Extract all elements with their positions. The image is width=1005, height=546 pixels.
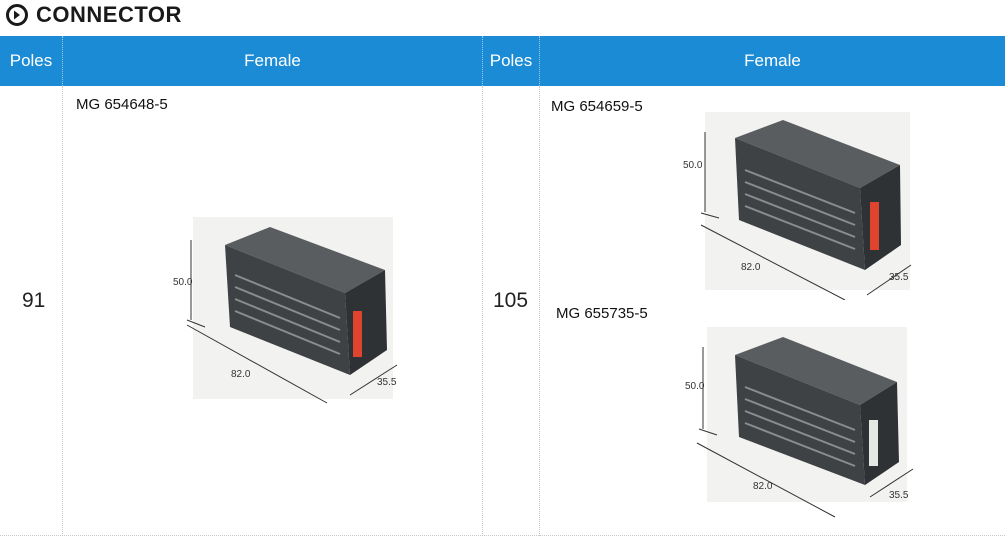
dimension-length: 82.0 [741, 262, 761, 273]
connector-image: 50.0 82.0 35.5 [165, 215, 405, 415]
dimension-length: 82.0 [753, 481, 773, 492]
part-number: MG 655735-5 [556, 305, 648, 322]
dimension-height: 50.0 [683, 160, 703, 171]
column-divider [539, 86, 540, 536]
poles-count: 105 [493, 289, 529, 312]
column-divider [482, 86, 483, 536]
connector-image: 50.0 82.0 35.5 [675, 110, 915, 300]
dimension-width: 35.5 [889, 490, 909, 501]
dimension-width: 35.5 [377, 377, 397, 388]
table-header: Poles Female Poles Female [0, 36, 1005, 86]
latch-white [869, 420, 878, 466]
column-header-poles: Poles [489, 51, 533, 70]
table-bottom-border [0, 535, 1005, 536]
column-header-female: Female [244, 51, 301, 70]
latch-red [870, 202, 879, 250]
dimension-height: 50.0 [685, 381, 705, 392]
column-header-poles: Poles [9, 51, 53, 70]
dimension-width: 35.5 [889, 272, 909, 283]
poles-count: 91 [22, 289, 46, 312]
arrow-circle-right-icon [6, 4, 28, 26]
section-title: CONNECTOR [36, 2, 182, 27]
part-number: MG 654659-5 [551, 98, 643, 115]
section-heading: CONNECTOR [6, 2, 182, 28]
latch-red [353, 311, 362, 357]
dimension-height: 50.0 [173, 277, 193, 288]
column-divider [62, 86, 63, 536]
dimension-length: 82.0 [231, 369, 251, 380]
column-header-female: Female [744, 51, 801, 70]
part-number: MG 654648-5 [76, 96, 168, 113]
connector-image: 50.0 82.0 35.5 [675, 325, 915, 520]
